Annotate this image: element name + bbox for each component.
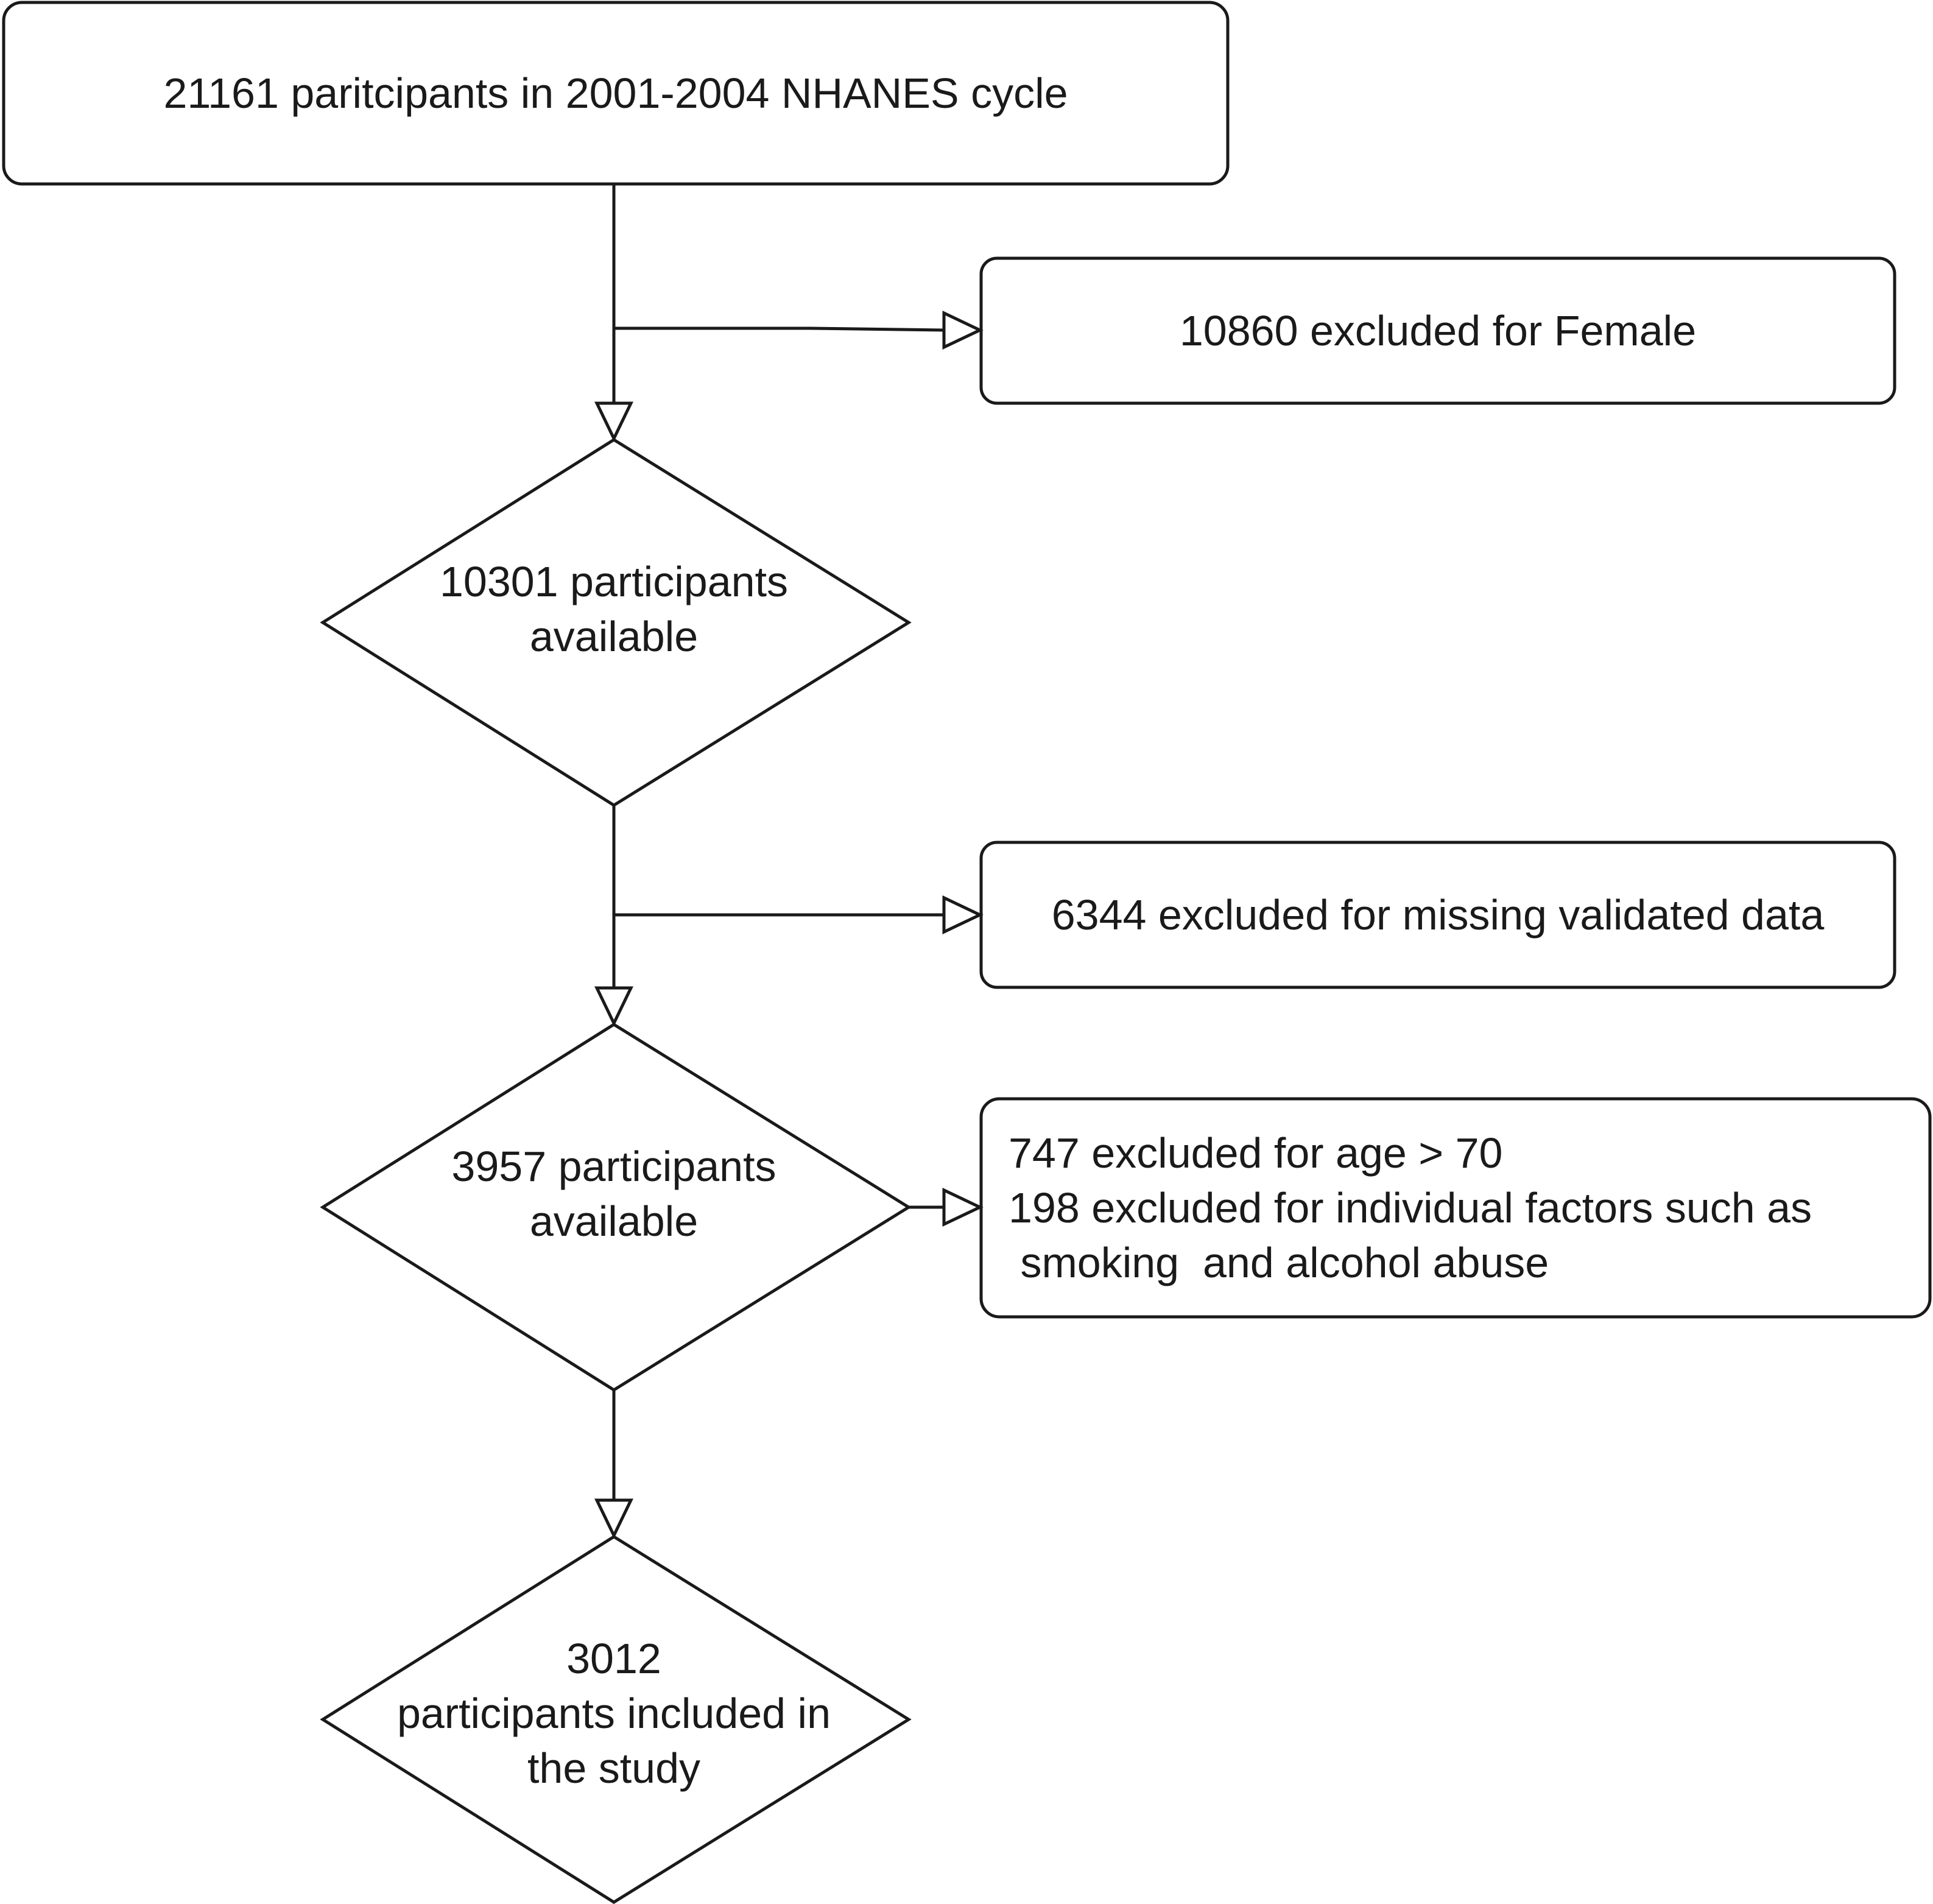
exclude-missing-text: 6344 excluded for missing validated data (981, 842, 1895, 987)
exclude-female-line-1: 10860 excluded for Female (1179, 307, 1697, 354)
included-line-1: 3012 (566, 1635, 661, 1682)
start-box (2, 1, 1230, 186)
exclude-missing-line-1: 6344 excluded for missing validated data (1051, 891, 1825, 939)
arrowhead-down-3 (594, 1498, 633, 1539)
connector-to-exclude-female (614, 326, 945, 332)
included-text: 3012 participants included in the study (341, 1625, 887, 1802)
arrowhead-right-1 (942, 311, 984, 350)
available-1-text: 10301 participants available (341, 548, 887, 670)
available-2-text: 3957 participants available (341, 1133, 887, 1255)
included-line-3: the study (527, 1744, 701, 1792)
exclude-age-factors-text: 747 excluded for age > 70 198 excluded fo… (1009, 1099, 1922, 1317)
arrowhead-right-2 (942, 895, 984, 934)
available-1-line-2: available (529, 613, 699, 660)
included-diamond (320, 1535, 912, 1904)
arrowhead-down-1 (594, 401, 633, 442)
available-1-line-1: 10301 participants (439, 558, 789, 605)
start-text: 21161 paritcipants in 2001-2004 NHANES c… (4, 2, 1228, 184)
available-2-line-2: available (529, 1197, 699, 1245)
exclude-age-factors-line-3: smoking and alcohol abuse (1009, 1239, 1549, 1286)
exclude-female-text: 10860 excluded for Female (981, 258, 1895, 403)
arrowhead-right-3 (942, 1188, 984, 1227)
available-2-line-1: 3957 participants (451, 1143, 776, 1190)
exclude-age-factors-line-2: 198 excluded for individual factors such… (1009, 1184, 1812, 1232)
included-line-2: participants included in (396, 1690, 831, 1737)
arrowhead-down-2 (594, 986, 633, 1027)
start-line-1: 21161 paritcipants in 2001-2004 NHANES c… (163, 69, 1068, 117)
exclude-age-factors-line-1: 747 excluded for age > 70 (1009, 1129, 1503, 1177)
